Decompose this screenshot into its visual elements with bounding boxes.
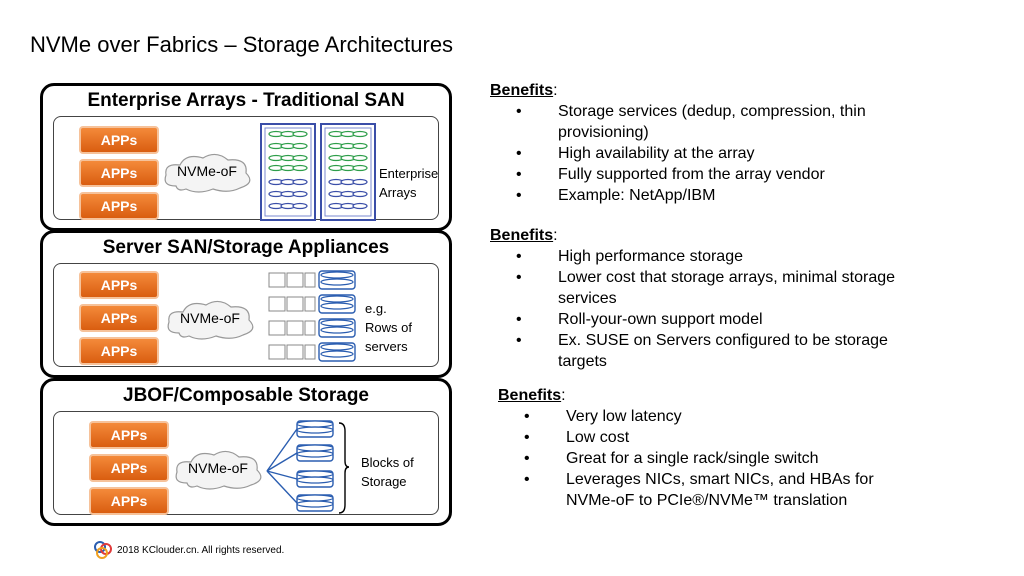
side-label: Blocks of Storage <box>361 455 414 489</box>
benefits-heading: Benefits <box>498 387 562 404</box>
jbof-storage-icon <box>266 420 350 514</box>
benefits-block-3: Benefits: •Very low latency •Low cost •G… <box>498 387 874 509</box>
side-label: e.g. Rows of servers <box>365 301 412 354</box>
apps-box: APPs <box>79 271 159 299</box>
fabric-label: NVMe-oF <box>177 163 237 179</box>
benefit-item: •Low cost <box>524 429 630 446</box>
benefit-item: •High performance storage <box>516 248 743 265</box>
panel-title: Enterprise Arrays - Traditional SAN <box>87 90 405 111</box>
cloud-icon <box>167 300 254 340</box>
server-rows-icon <box>268 270 356 362</box>
benefit-item: •Example: NetApp/IBM <box>516 187 716 204</box>
cloud-icon <box>175 450 262 490</box>
footer: 2018 KClouder.cn. All rights reserved. <box>93 540 284 560</box>
benefits-block-1: Benefits: •Storage services (dedup, comp… <box>490 82 866 204</box>
apps-box: APPs <box>79 337 159 365</box>
panel-title: JBOF/Composable Storage <box>123 385 369 406</box>
panel-title: Server SAN/Storage Appliances <box>102 237 390 258</box>
apps-box: APPs <box>89 421 169 449</box>
copyright-text: 2018 KClouder.cn. All rights reserved. <box>117 544 285 556</box>
panel-body <box>53 411 439 515</box>
benefit-item: •Great for a single rack/single switch <box>524 450 819 467</box>
slide-title: NVMe over Fabrics – Storage Architecture… <box>30 32 454 57</box>
apps-box: APPs <box>79 159 159 187</box>
benefit-item: •Lower cost that storage arrays, minimal… <box>516 269 896 307</box>
benefit-item: •Roll-your-own support model <box>516 311 763 328</box>
panel-body <box>53 116 439 220</box>
benefit-item: •Very low latency <box>524 408 682 425</box>
apps-box: APPs <box>79 304 159 332</box>
benefits-heading: Benefits <box>490 227 554 244</box>
benefit-item: •Fully supported from the array vendor <box>516 166 825 183</box>
apps-box: APPs <box>79 192 159 220</box>
benefits-block-2: Benefits: •High performance storage •Low… <box>490 227 896 370</box>
enterprise-array-icon <box>260 123 376 221</box>
apps-box: APPs <box>89 487 169 515</box>
panel-body <box>53 263 439 367</box>
benefit-item: •Storage services (dedup, compression, t… <box>516 103 866 141</box>
apps-box: APPs <box>89 454 169 482</box>
kclouder-logo-icon <box>94 541 112 559</box>
panel-enterprise-arrays: Enterprise Arrays - Traditional SAN APPs… <box>40 83 452 231</box>
benefit-item: •Leverages NICs, smart NICs, and HBAs fo… <box>524 471 874 509</box>
cloud-icon <box>164 153 251 193</box>
benefit-item: •High availability at the array <box>516 145 755 162</box>
side-label: Enterprise Arrays <box>379 166 439 200</box>
fabric-label: NVMe-oF <box>188 460 248 476</box>
benefit-item: •Ex. SUSE on Servers configured to be st… <box>516 332 888 370</box>
apps-box: APPs <box>79 126 159 154</box>
panel-jbof: JBOF/Composable Storage APPs APPs APPs N… <box>40 378 452 526</box>
benefits-heading: Benefits <box>490 82 554 99</box>
panel-server-san: Server SAN/Storage Appliances APPs APPs … <box>40 230 452 378</box>
fabric-label: NVMe-oF <box>180 310 240 326</box>
